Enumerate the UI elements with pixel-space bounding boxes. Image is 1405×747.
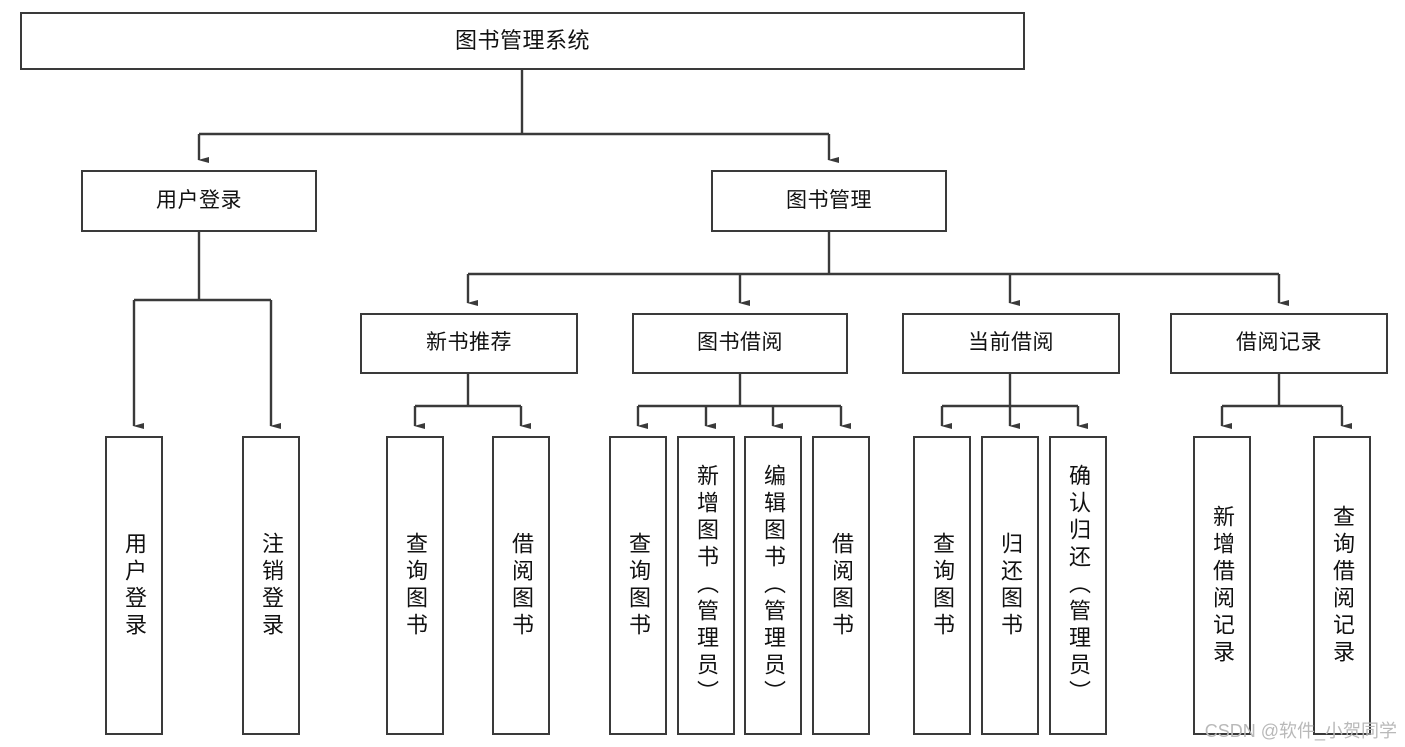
node-label: 图书管理 [786, 188, 872, 212]
leaf-add-borrow-record[interactable]: 新增借阅记录 [1193, 436, 1251, 735]
node-new-book-recommend[interactable]: 新书推荐 [360, 313, 578, 374]
leaf-query-book-borrow[interactable]: 查询图书 [609, 436, 667, 735]
node-label: 编辑图书（管理员） [761, 464, 786, 707]
leaf-query-book-recommend[interactable]: 查询图书 [386, 436, 444, 735]
node-label: 查询借阅记录 [1330, 504, 1355, 667]
node-label: 图书管理系统 [454, 28, 590, 54]
leaf-borrow-book-recommend[interactable]: 借阅图书 [492, 436, 550, 735]
node-book-management[interactable]: 图书管理 [711, 170, 947, 232]
node-label: 查询图书 [626, 531, 651, 640]
leaf-logout[interactable]: 注销登录 [242, 436, 300, 735]
leaf-borrow-book[interactable]: 借阅图书 [812, 436, 870, 735]
leaf-query-book-current[interactable]: 查询图书 [913, 436, 971, 735]
leaf-confirm-return-admin[interactable]: 确认归还（管理员） [1049, 436, 1107, 735]
node-label: 确认归还（管理员） [1066, 464, 1091, 707]
node-borrow-records[interactable]: 借阅记录 [1170, 313, 1388, 374]
node-label: 借阅图书 [509, 531, 534, 640]
node-label: 注销登录 [259, 531, 284, 640]
node-label: 新书推荐 [426, 331, 512, 355]
leaf-edit-book-admin[interactable]: 编辑图书（管理员） [744, 436, 802, 735]
watermark-text: CSDN @软件_小贺同学 [1204, 721, 1397, 741]
leaf-user-login[interactable]: 用户登录 [105, 436, 163, 735]
node-root-system[interactable]: 图书管理系统 [20, 12, 1025, 70]
node-label: 借阅记录 [1236, 331, 1322, 355]
node-user-login[interactable]: 用户登录 [81, 170, 317, 232]
node-label: 用户登录 [122, 531, 147, 640]
node-label: 新增图书（管理员） [694, 464, 719, 707]
node-label: 归还图书 [998, 531, 1023, 640]
node-label: 用户登录 [156, 188, 242, 212]
node-label: 新增借阅记录 [1210, 504, 1235, 667]
leaf-query-borrow-record[interactable]: 查询借阅记录 [1313, 436, 1371, 735]
node-label: 查询图书 [930, 531, 955, 640]
node-label: 查询图书 [403, 531, 428, 640]
node-label: 借阅图书 [829, 531, 854, 640]
node-label: 当前借阅 [968, 331, 1054, 355]
leaf-add-book-admin[interactable]: 新增图书（管理员） [677, 436, 735, 735]
node-book-borrow[interactable]: 图书借阅 [632, 313, 848, 374]
leaf-return-book[interactable]: 归还图书 [981, 436, 1039, 735]
node-label: 图书借阅 [697, 331, 783, 355]
node-current-borrow[interactable]: 当前借阅 [902, 313, 1120, 374]
